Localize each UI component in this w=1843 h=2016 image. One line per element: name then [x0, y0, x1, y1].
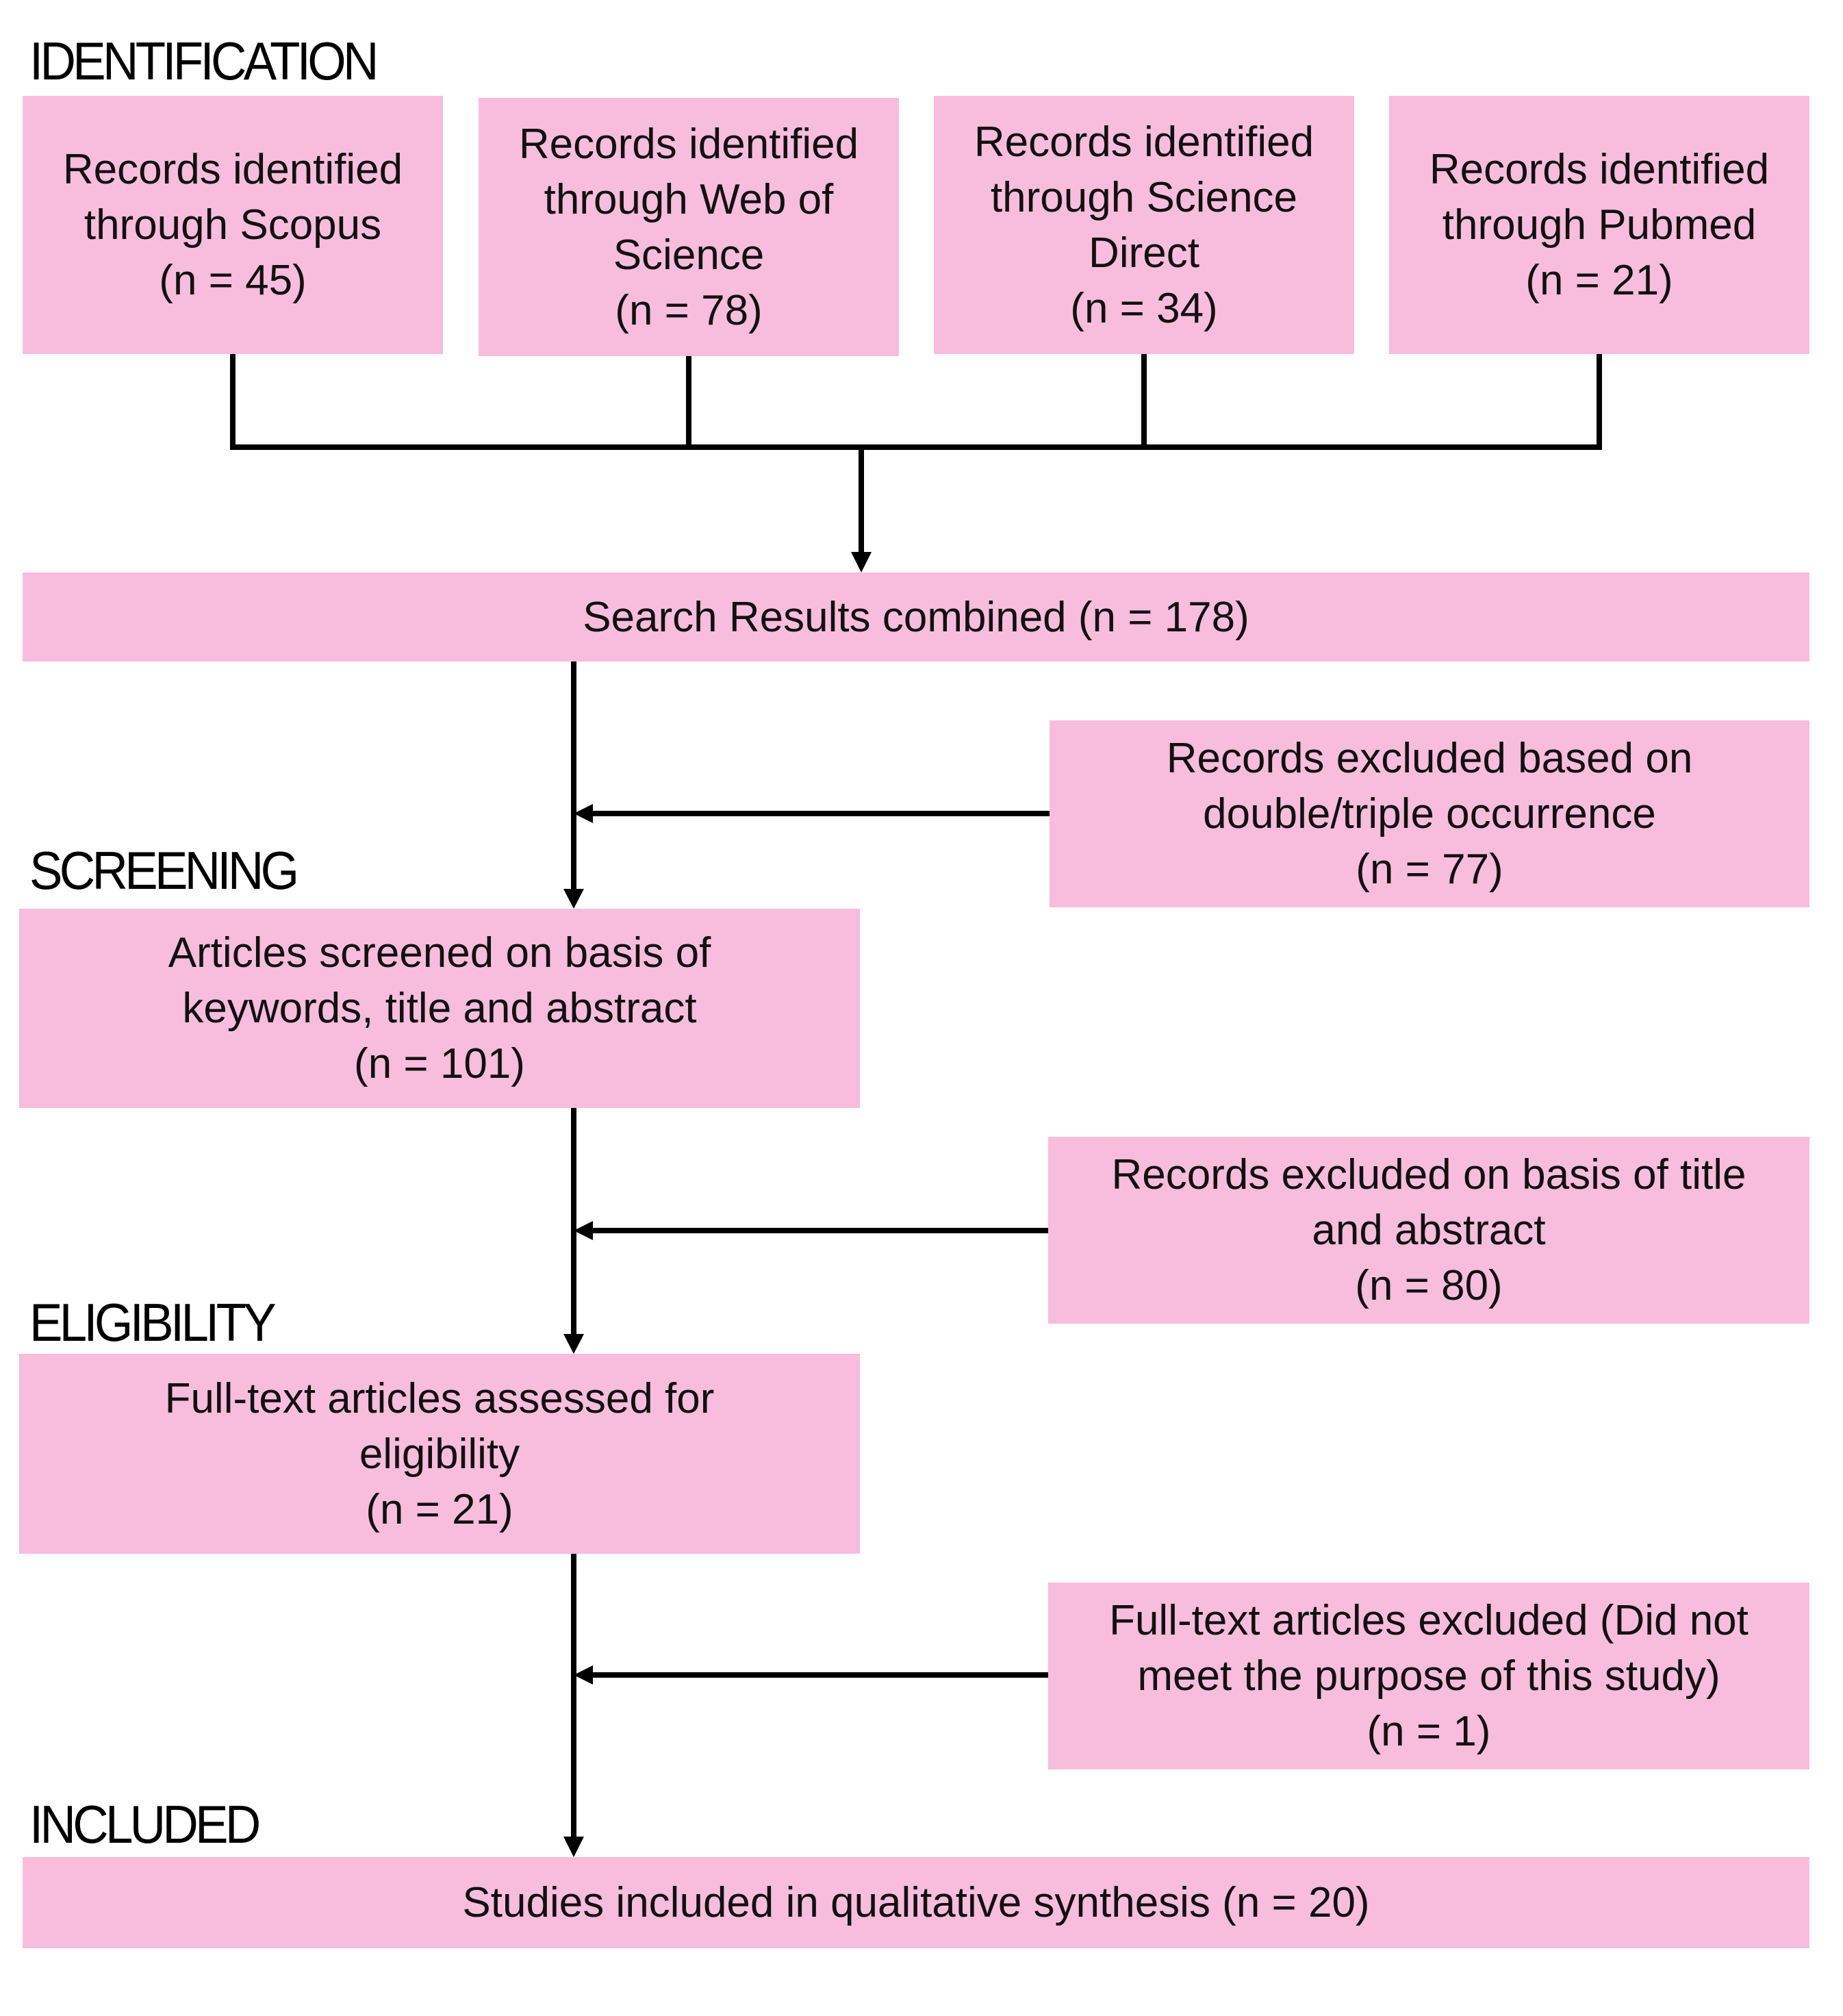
- source-pubmed-line-2: through Pubmed: [1442, 201, 1757, 249]
- excluded-duplicates-box: Records excluded based on double/triple …: [1050, 720, 1809, 907]
- excluded-title-abstract-line-1: Records excluded on basis of title: [1111, 1151, 1746, 1198]
- arrowhead-title-abstract: [574, 1221, 593, 1240]
- source-wos-line-3: Science: [613, 231, 765, 279]
- screened-line-1: Articles screened on basis of: [168, 929, 711, 977]
- source-pubmed-count: (n = 21): [1525, 257, 1673, 304]
- source-sd-count: (n = 34): [1070, 284, 1218, 332]
- fulltext-assessed-count: (n = 21): [366, 1485, 513, 1533]
- included-studies-text: Studies included in qualitative synthesi…: [462, 1879, 1370, 1926]
- source-sd-line-3: Direct: [1089, 229, 1199, 277]
- combined-results-text: Search Results combined (n = 178): [583, 593, 1249, 641]
- source-wos-line-2: through Web of: [544, 175, 834, 223]
- source-pubmed-line-1: Records identified: [1429, 146, 1770, 193]
- excluded-fulltext-line-2: meet the purpose of this study): [1137, 1652, 1720, 1700]
- source-box-web-of-science: Records identified through Web of Scienc…: [479, 98, 899, 356]
- arrowhead-included: [563, 1837, 584, 1857]
- fulltext-assessed-line-2: eligibility: [359, 1430, 520, 1478]
- source-box-pubmed: Records identified through Pubmed (n = 2…: [1389, 96, 1809, 354]
- arrowhead-combined: [851, 552, 872, 572]
- source-box-scopus: Records identified through Scopus (n = 4…: [23, 96, 443, 354]
- stage-label-screening: SCREENING: [29, 840, 299, 900]
- source-wos-line-1: Records identified: [518, 120, 859, 168]
- excluded-title-abstract-count: (n = 80): [1355, 1262, 1503, 1309]
- excluded-duplicates-count: (n = 77): [1356, 846, 1503, 893]
- source-scopus-line-1: Records identified: [62, 146, 403, 193]
- excluded-duplicates-line-2: double/triple occurrence: [1203, 790, 1656, 837]
- screened-articles-box: Articles screened on basis of keywords, …: [19, 909, 860, 1108]
- screened-line-2: keywords, title and abstract: [182, 985, 697, 1032]
- fulltext-assessed-box: Full-text articles assessed for eligibil…: [19, 1354, 860, 1554]
- source-scopus-line-2: through Scopus: [84, 201, 382, 249]
- arrowhead-duplicates: [574, 804, 593, 823]
- excluded-fulltext-box: Full-text articles excluded (Did not mee…: [1048, 1583, 1809, 1769]
- source-sd-line-2: through Science: [990, 173, 1298, 221]
- excluded-fulltext-count: (n = 1): [1367, 1708, 1491, 1755]
- arrowhead-fulltext-excluded: [574, 1665, 593, 1685]
- screened-count: (n = 101): [354, 1040, 525, 1087]
- combined-results-box: Search Results combined (n = 178): [23, 572, 1809, 662]
- excluded-duplicates-line-1: Records excluded based on: [1166, 735, 1693, 782]
- source-scopus-count: (n = 45): [159, 257, 307, 304]
- source-sd-line-1: Records identified: [974, 118, 1314, 166]
- source-wos-count: (n = 78): [615, 286, 763, 334]
- stage-label-identification: IDENTIFICATION: [29, 31, 379, 91]
- stage-label-included: INCLUDED: [29, 1794, 261, 1854]
- excluded-title-abstract-box: Records excluded on basis of title and a…: [1048, 1137, 1809, 1324]
- excluded-fulltext-line-1: Full-text articles excluded (Did not: [1109, 1597, 1749, 1644]
- included-studies-box: Studies included in qualitative synthesi…: [23, 1857, 1809, 1948]
- stage-label-eligibility: ELIGIBILITY: [29, 1292, 277, 1352]
- arrowhead-fulltext: [563, 1334, 584, 1354]
- arrowhead-screened: [563, 889, 584, 909]
- fulltext-assessed-line-1: Full-text articles assessed for: [164, 1374, 715, 1422]
- excluded-title-abstract-line-2: and abstract: [1312, 1207, 1546, 1254]
- source-box-science-direct: Records identified through Science Direc…: [934, 96, 1354, 354]
